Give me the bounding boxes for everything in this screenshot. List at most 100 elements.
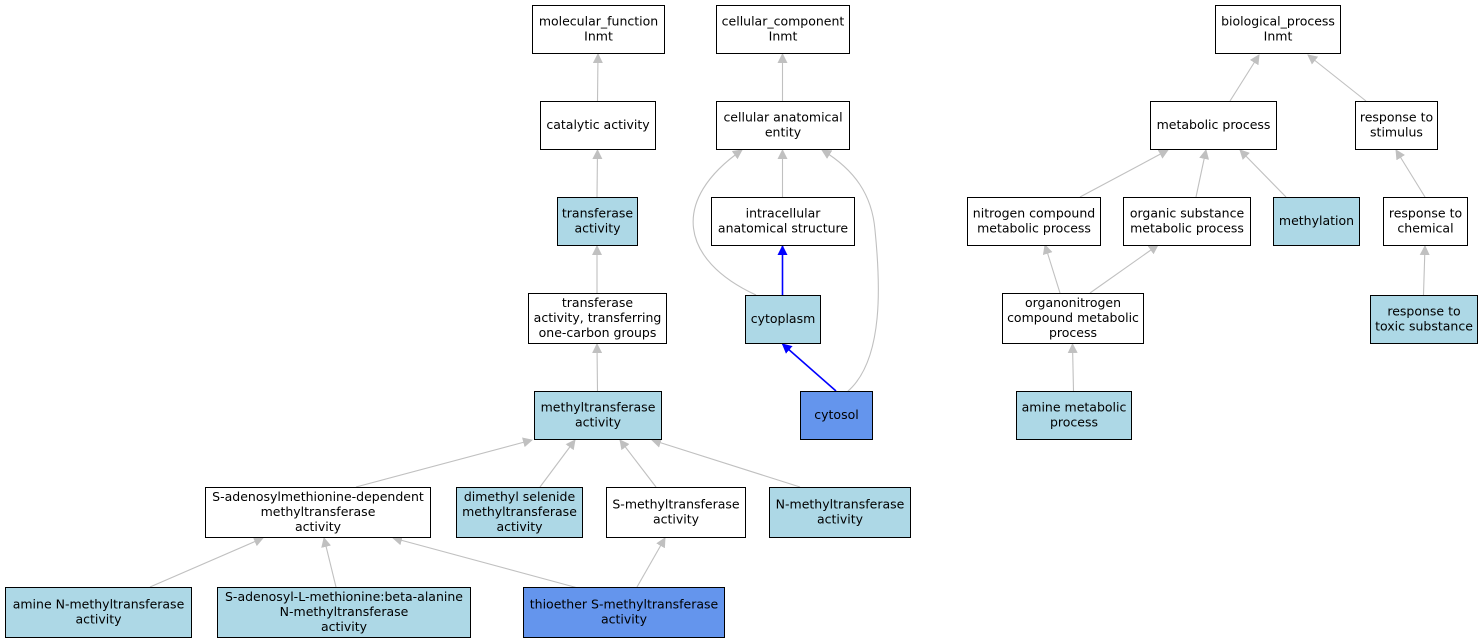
node-box: [217, 587, 471, 638]
node-label-line: metabolic process: [1157, 117, 1271, 132]
node-label-line: metabolic process: [1130, 221, 1244, 236]
node-box: [745, 295, 821, 344]
node-box: [1355, 101, 1438, 150]
edge-transferase-to-catalytic: [592, 149, 603, 198]
node-label-line: Inmt: [1264, 29, 1293, 44]
node-label-line: activity: [601, 612, 648, 627]
node-label-line: activity: [496, 519, 543, 534]
node-label-line: N-methyltransferase: [776, 497, 905, 512]
node-label-line: Inmt: [584, 29, 613, 44]
node-label-line: transferase: [562, 295, 634, 310]
node-box: [606, 487, 746, 538]
node-label-line: intracellular: [746, 206, 822, 221]
edge-cytosol-to-cytoplasm: [781, 343, 837, 392]
node-label-line: Inmt: [769, 29, 798, 44]
node-box: [532, 5, 665, 54]
edge-mta-to-tocg: [592, 343, 603, 392]
node-cytosol[interactable]: cytosol: [800, 391, 873, 440]
node-cytoplasm[interactable]: cytoplasm: [745, 295, 821, 344]
node-catalytic[interactable]: catalytic activity: [540, 101, 656, 150]
node-label-line: process: [1050, 415, 1098, 430]
node-label-line: biological_process: [1221, 14, 1335, 29]
edge-cytoplasm-to-cae: [692, 149, 757, 296]
node-label-line: amine metabolic: [1022, 400, 1127, 415]
node-label-line: activity: [295, 519, 342, 534]
node-label-line: methylation: [1279, 213, 1354, 228]
node-box: [523, 587, 725, 638]
node-samdep[interactable]: S-adenosylmethionine-dependentmethyltran…: [205, 487, 431, 538]
edge-rtts-to-rtc: [1419, 245, 1430, 296]
node-box: [967, 197, 1101, 246]
node-box: [711, 197, 855, 246]
edge-metabolic-to-bp: [1229, 54, 1260, 102]
node-label-line: S-adenosyl-L-methionine:beta-alanine: [225, 589, 463, 604]
node-label-line: S-adenosylmethionine-dependent: [212, 489, 424, 504]
node-label-line: response to: [1387, 304, 1460, 319]
node-box: [1215, 5, 1341, 54]
node-box: [1123, 197, 1251, 246]
node-samba[interactable]: S-adenosyl-L-methionine:beta-alanineN-me…: [217, 587, 471, 638]
node-label-line: metabolic process: [977, 221, 1091, 236]
node-label-line: nitrogen compound: [973, 206, 1095, 221]
node-label-line: molecular_function: [539, 14, 658, 29]
node-box: [456, 487, 583, 538]
edge-nmt-to-mta: [651, 437, 801, 488]
node-dsm[interactable]: dimethyl selenidemethyltransferaseactivi…: [456, 487, 583, 538]
node-methylation[interactable]: methylation: [1273, 197, 1360, 246]
node-label-line: S-methyltransferase: [612, 497, 740, 512]
node-label-line: anatomical structure: [718, 221, 848, 236]
edge-smt-to-mta: [619, 439, 657, 488]
node-metabolic[interactable]: metabolic process: [1150, 101, 1277, 150]
node-label-line: activity: [575, 415, 622, 430]
node-box: [800, 391, 873, 440]
node-label-line: activity: [75, 612, 122, 627]
node-box: [1002, 293, 1144, 344]
node-label-line: compound metabolic: [1007, 310, 1139, 325]
node-label-line: methyltransferase: [462, 504, 577, 519]
edge-ncmp-to-metabolic: [1079, 149, 1169, 198]
edge-anmt-to-samdep: [149, 536, 264, 588]
edge-samba-to-samdep: [321, 537, 337, 588]
node-box: [540, 101, 656, 150]
node-label-line: catalytic activity: [546, 117, 650, 132]
node-label-line: transferase: [562, 206, 634, 221]
node-label-line: dimethyl selenide: [464, 489, 576, 504]
edge-cytosol-to-cae: [821, 149, 879, 393]
node-box: [5, 587, 192, 638]
node-box: [557, 197, 638, 246]
node-label-line: stimulus: [1370, 125, 1423, 140]
node-label-line: response to: [1389, 206, 1462, 221]
node-label-line: toxic substance: [1375, 319, 1473, 334]
edge-amp-to-ocmp: [1067, 343, 1078, 392]
node-box: [534, 391, 662, 440]
node-box: [716, 101, 850, 150]
node-label-line: cellular anatomical: [723, 110, 842, 125]
edge-methylation-to-metabolic: [1239, 149, 1287, 198]
node-label-line: activity: [817, 512, 864, 527]
node-label-line: methyltransferase: [261, 504, 376, 519]
node-label-line: cytosol: [814, 407, 858, 422]
node-box: [769, 487, 911, 538]
edge-layer: [149, 53, 1430, 589]
node-label-line: cytoplasm: [751, 311, 816, 326]
